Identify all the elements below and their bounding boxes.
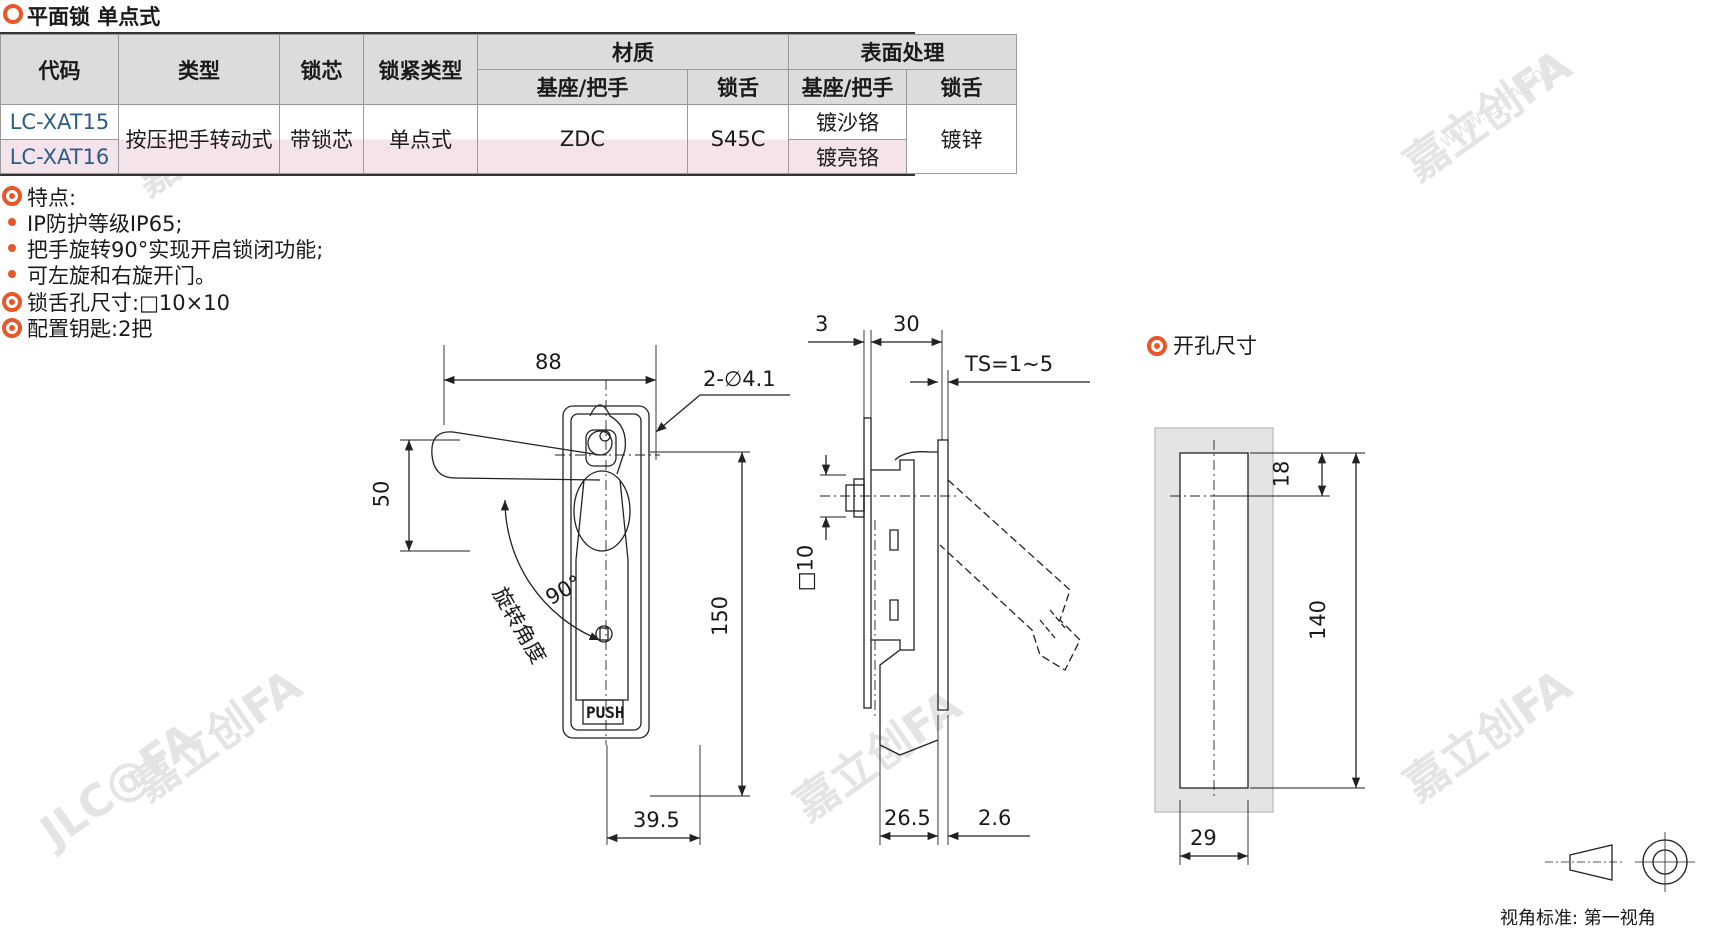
table-top-rule <box>0 32 915 34</box>
dim-3: 3 <box>815 312 829 336</box>
dim-50: 50 <box>369 480 394 508</box>
th-tongue: 锁舌 <box>687 69 789 105</box>
section-ring-icon <box>2 318 22 338</box>
th-base-handle: 基座/把手 <box>788 69 907 105</box>
push-label: PUSH <box>586 703 625 722</box>
key-count: 配置钥匙:2把 <box>27 317 153 341</box>
bullet-icon <box>8 270 16 278</box>
dim-ts: TS=1~5 <box>965 352 1054 376</box>
section-ring-icon <box>1147 336 1167 356</box>
dim-88: 88 <box>535 350 562 374</box>
cutout-view <box>1154 427 1365 865</box>
dim-140: 140 <box>1306 599 1331 641</box>
hole-size: 锁舌孔尺寸:□10×10 <box>27 291 230 315</box>
dim-150: 150 <box>708 595 733 637</box>
th-type: 类型 <box>118 34 280 105</box>
cell-core: 带锁芯 <box>279 104 364 174</box>
projection-symbol-icon <box>1545 832 1695 892</box>
cell-tongue-mat: S45C <box>687 104 789 174</box>
dim-2-6: 2.6 <box>978 806 1012 830</box>
th-tongue: 锁舌 <box>906 69 1017 105</box>
cell-lock-type: 单点式 <box>363 104 478 174</box>
page-title: 平面锁 单点式 <box>27 5 161 29</box>
cell-base-mat: ZDC <box>477 104 688 174</box>
dim-29: 29 <box>1190 826 1217 850</box>
dim-26-5: 26.5 <box>884 806 931 830</box>
cell-base-surface: 镀亮铬 <box>788 139 907 174</box>
table-bottom-rule <box>0 174 915 176</box>
feature-item: IP防护等级IP65; <box>27 212 183 236</box>
bullet-icon <box>8 218 16 226</box>
dim-hole: 2-∅4.1 <box>703 367 776 391</box>
cell-base-surface: 镀沙铬 <box>788 104 907 140</box>
projection-label: 视角标准: 第一视角 <box>1500 908 1656 929</box>
feature-item: 可左旋和右旋开门。 <box>27 264 216 288</box>
dim-18: 18 <box>1269 460 1294 488</box>
cell-tongue-surface: 镀锌 <box>906 104 1017 174</box>
cutout-title: 开孔尺寸 <box>1173 334 1257 358</box>
front-view <box>400 345 790 845</box>
section-ring-icon <box>3 4 23 24</box>
feature-item: 把手旋转90°实现开启锁闭功能; <box>27 238 324 262</box>
features-heading: 特点: <box>27 186 77 210</box>
cell-code: LC-XAT16 <box>0 139 119 174</box>
dim-30: 30 <box>893 312 920 336</box>
section-ring-icon <box>2 292 22 312</box>
cell-type: 按压把手转动式 <box>118 104 280 174</box>
side-view <box>808 330 1090 845</box>
dim-39-5: 39.5 <box>633 808 680 832</box>
th-code: 代码 <box>0 34 119 105</box>
section-ring-icon <box>2 186 22 206</box>
th-surface: 表面处理 <box>788 34 1017 70</box>
dim-square-10: □10 <box>793 544 818 592</box>
spec-table: 代码 类型 锁芯 锁紧类型 材质 表面处理 基座/把手 锁舌 基座/把手 锁舌 … <box>0 34 1017 174</box>
bullet-icon <box>8 244 16 252</box>
